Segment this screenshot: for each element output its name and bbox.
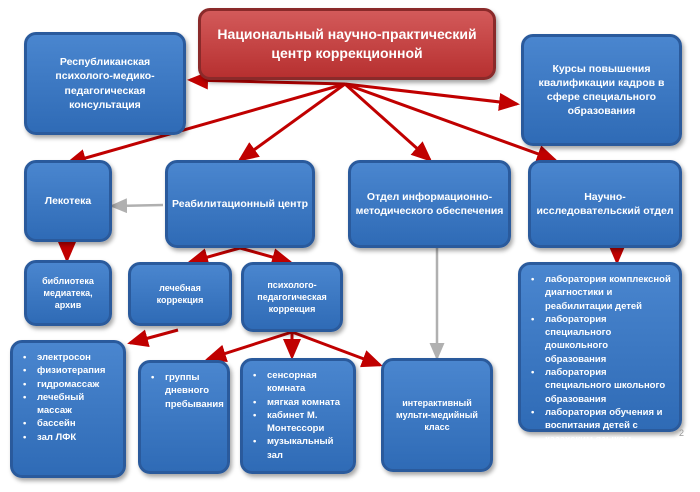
sensory-item: кабинет М. Монтессори bbox=[253, 409, 345, 436]
node-rehab-center: Реабилитационный центр bbox=[165, 160, 315, 248]
consultation-label: Республиканская психолого-медико-педагог… bbox=[55, 56, 155, 111]
psych-correction-label: психолого-педагогическая коррекция bbox=[257, 279, 327, 315]
root-label: Национальный научно-практический центр к… bbox=[217, 26, 477, 61]
lab-item: лаборатория комплексной диагностики и ре… bbox=[531, 273, 671, 313]
medical-item: электросон bbox=[23, 351, 115, 365]
arrow-root-right-top bbox=[344, 82, 520, 111]
multimedia-label: интерактивный мульти-медийный класс bbox=[396, 397, 478, 433]
lab-item: лаборатория специального школьного образ… bbox=[531, 366, 671, 406]
lab-item: лаборатория обучения и воспитания детей … bbox=[531, 406, 671, 446]
info-dept-label: Отдел информационно-методического обеспе… bbox=[355, 190, 504, 217]
node-consultation: Республиканская психолого-медико-педагог… bbox=[24, 32, 186, 135]
medical-item: гидромассаж bbox=[23, 378, 115, 392]
lekoteka-label: Лекотека bbox=[44, 194, 92, 207]
root-node: Национальный научно-практический центр к… bbox=[198, 8, 496, 80]
medical-item: физиотерапия bbox=[23, 364, 115, 378]
sensory-item: мягкая комната bbox=[253, 396, 345, 410]
node-courses: Курсы повышения квалификации кадров в сф… bbox=[521, 34, 682, 146]
sensory-item: музыкальный зал bbox=[253, 435, 345, 462]
node-library: библиотека медиатека, архив bbox=[24, 260, 112, 326]
day-groups-item: группы дневного пребывания bbox=[151, 371, 224, 411]
arrow-root-rehab bbox=[237, 82, 346, 162]
medical-item: бассейн bbox=[23, 417, 115, 431]
sensory-item: сенсорная комната bbox=[253, 369, 345, 396]
node-info-dept: Отдел информационно-методического обеспе… bbox=[348, 160, 511, 248]
node-multimedia-class: интерактивный мульти-медийный класс bbox=[381, 358, 493, 472]
node-medical-list: электросон физиотерапия гидромассаж лече… bbox=[10, 340, 126, 478]
medical-item: зал ЛФК bbox=[23, 431, 115, 445]
arrow-root-research bbox=[344, 82, 558, 163]
medical-correction-label: лечебная коррекция bbox=[156, 282, 204, 305]
node-research: Научно-исследовательский отдел bbox=[528, 160, 682, 248]
arrow-psych-daygroups bbox=[205, 330, 293, 363]
library-label: библиотека медиатека, архив bbox=[42, 275, 94, 311]
medical-item: лечебный массаж bbox=[23, 391, 115, 418]
courses-label: Курсы повышения квалификации кадров в сф… bbox=[538, 62, 665, 118]
arrow-rehab-medical bbox=[187, 246, 241, 266]
node-lekoteka: Лекотека bbox=[24, 160, 112, 242]
node-medical-correction: лечебная коррекция bbox=[128, 262, 232, 326]
node-psych-correction: психолого-педагогическая коррекция bbox=[241, 262, 343, 332]
arrow-psych-multimedia bbox=[291, 330, 383, 368]
node-labs-list: лаборатория комплексной диагностики и ре… bbox=[518, 262, 682, 445]
rehab-label: Реабилитационный центр bbox=[172, 197, 309, 210]
arrow-root-lekoteka bbox=[65, 82, 346, 167]
research-label: Научно-исследовательский отдел bbox=[536, 190, 674, 217]
lab-item: лаборатория специального дошкольного обр… bbox=[531, 313, 671, 366]
arrow-medical-list bbox=[127, 328, 179, 347]
node-day-groups: группы дневного пребывания bbox=[138, 360, 230, 474]
arrow-root-left-top bbox=[187, 71, 346, 90]
arrow-root-info bbox=[344, 82, 433, 162]
arrow-rehab-psych bbox=[239, 246, 293, 266]
node-sensory-list: сенсорная комната мягкая комната кабинет… bbox=[240, 358, 356, 474]
arrow-rehab-lekoteka bbox=[109, 198, 164, 214]
page-number: 2 bbox=[678, 428, 684, 438]
